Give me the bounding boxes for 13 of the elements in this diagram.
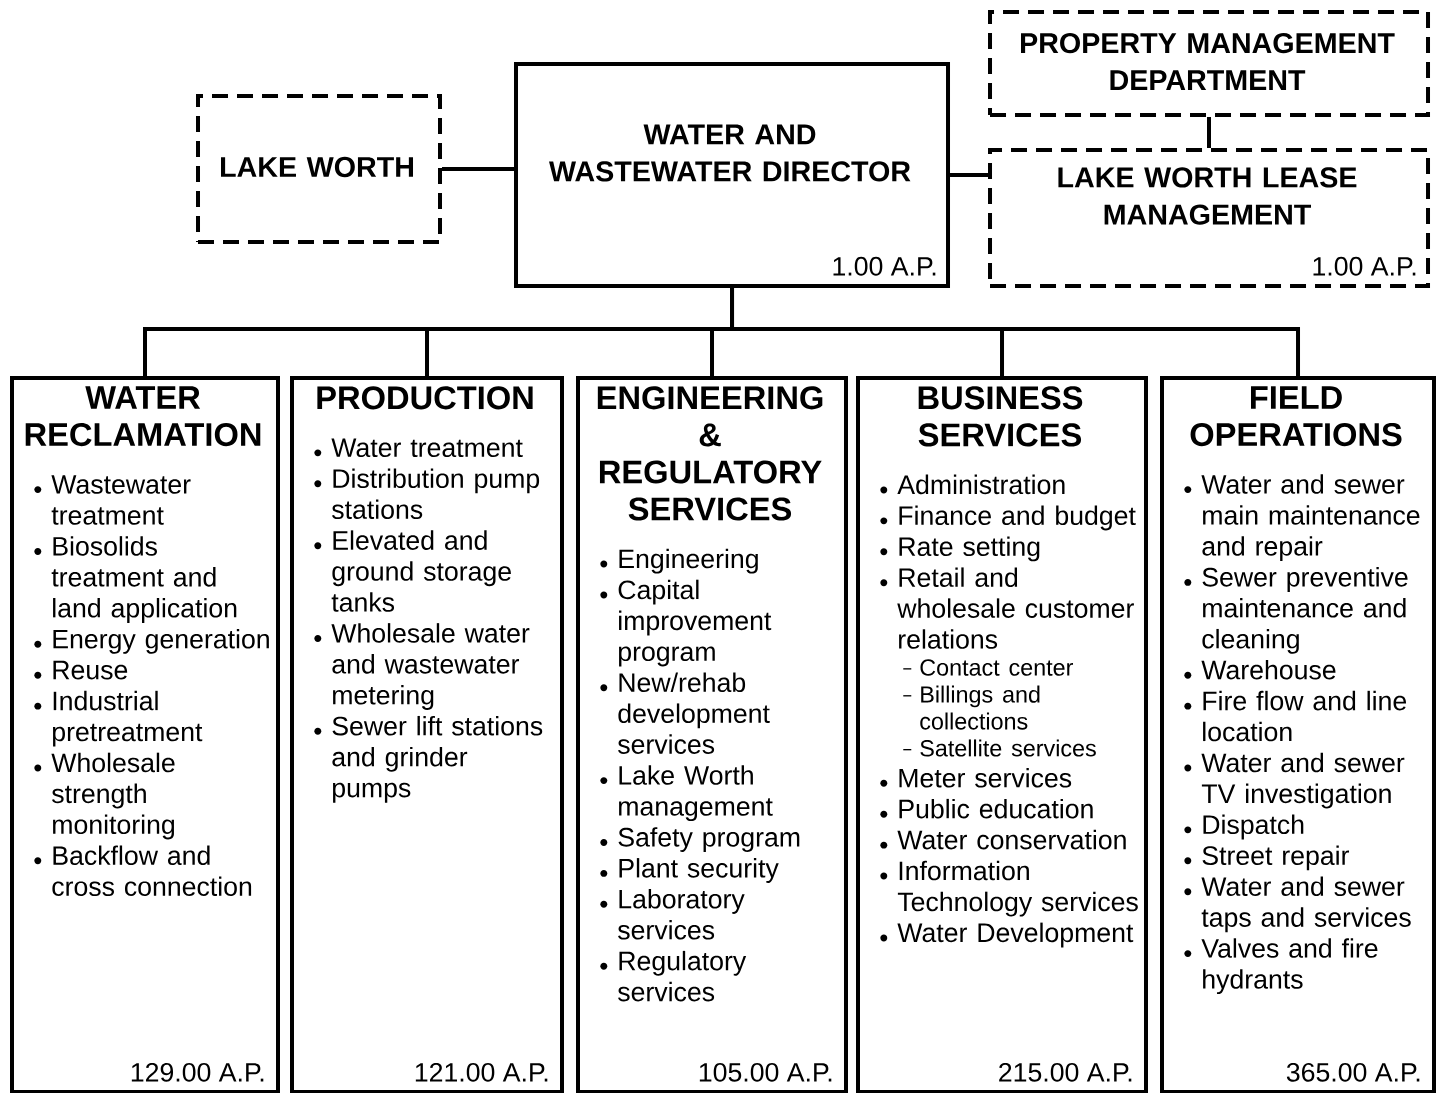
department-box: PRODUCTION Water treatment Distribution pump stations Elevated and ground storage tanks Wholesale water and wastewater metering Sewer lift stations and grinder pumps 121.00 A.P.	[290, 376, 564, 1093]
department-box: BUSINESS SERVICES Administration Finance and budget Rate setting Retail and wholesale customer relations Contact center Billings and collections Satellite services Meter services Public education Water conservation Information Technology services Water Development 215.00 A.P.	[856, 376, 1148, 1093]
connector-line	[442, 167, 514, 171]
connector-line	[730, 288, 1300, 376]
connector-line	[1207, 117, 1211, 148]
department-box: WATER RECLAMATION Wastewater treatment Biosolids treatment and land application Energy generation Reuse Industrial pretreatment Wholesale strength monitoring Backflow and cross connection 129.00 A.P.	[10, 376, 280, 1093]
dashed-box: LAKE WORTH	[196, 94, 442, 244]
dashed-box: LAKE WORTH LEASE MANAGEMENT 1.00 A.P.	[988, 148, 1430, 288]
department-box: ENGINEERING & REGULATORY SERVICES Engineering Capital improvement program New/rehab development services Lake Worth management Safety program Plant security Laboratory services Regulatory services 105.00 A.P.	[576, 376, 848, 1093]
connector-line	[950, 173, 988, 177]
department-box: FIELD OPERATIONS Water and sewer main maintenance and repair Sewer preventive maintenance and cleaning Warehouse Fire flow and line location Water and sewer TV investigation Dispatch Street repair Water and sewer taps and services Valves and fire hydrants 365.00 A.P.	[1160, 376, 1436, 1093]
dashed-box: PROPERTY MANAGEMENT DEPARTMENT	[988, 10, 1430, 117]
director-box: WATER AND WASTEWATER DIRECTOR 1.00 A.P.	[514, 62, 950, 288]
